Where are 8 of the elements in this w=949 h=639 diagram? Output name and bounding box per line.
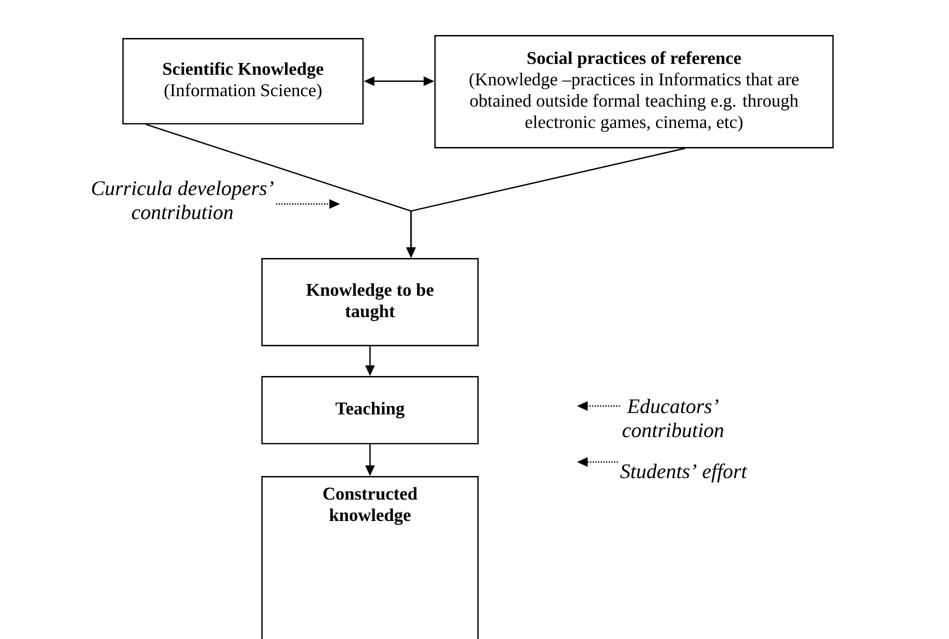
note-text: Educators’ contribution bbox=[622, 398, 724, 438]
process-box: Scientific Knowledge (Information Science) bbox=[122, 38, 364, 124]
process-box: Social practices of reference (Knowledge –practices in Informatics that are obtained outside formal teaching e.g. through electronic games, cinema, etc) bbox=[434, 35, 834, 148]
process-box: Knowledge to be taught bbox=[261, 258, 479, 346]
process-box: Constructed knowledge bbox=[261, 476, 479, 639]
note-text: Curricula developers’ contribution bbox=[92, 180, 274, 220]
note-text: Students’ effort bbox=[620, 464, 748, 482]
process-box: Teaching bbox=[261, 376, 479, 444]
